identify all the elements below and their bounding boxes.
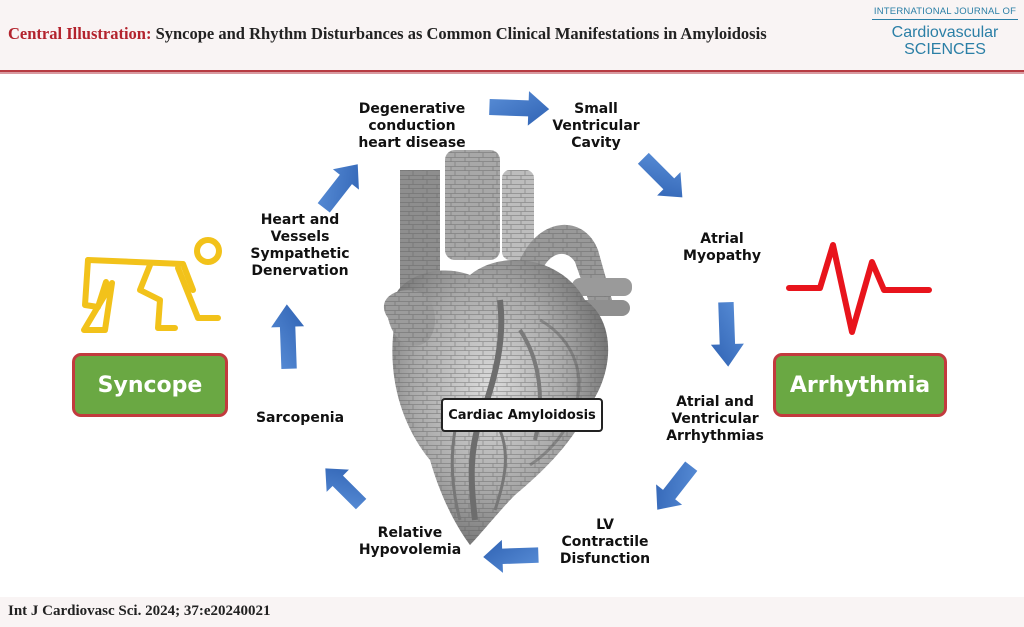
citation: Int J Cardiovasc Sci. 2024; 37:e20240021 xyxy=(8,603,271,619)
fainting-person-icon xyxy=(81,237,222,333)
header: Central Illustration: Syncope and Rhythm… xyxy=(0,0,1024,72)
label-sarcopenia: Sarcopenia xyxy=(255,410,345,426)
badge-syncope: Syncope xyxy=(72,353,228,417)
title-text: Syncope and Rhythm Disturbances as Commo… xyxy=(151,24,767,43)
journal-logo: INTERNATIONAL JOURNAL OF Cardiovascular … xyxy=(872,6,1018,58)
footer: Int J Cardiovasc Sci. 2024; 37:e20240021 xyxy=(0,597,1024,627)
journal-logo-line1: Cardiovascular xyxy=(891,24,999,41)
journal-logo-line2: SCIENCES xyxy=(904,41,986,58)
badge-arrhythmia: Arrhythmia xyxy=(773,353,947,417)
label-relative-hypovolemia: Relative Hypovolemia xyxy=(358,525,462,558)
arrow-to-atrial-myopathy xyxy=(631,146,695,210)
journal-logo-top: INTERNATIONAL JOURNAL OF xyxy=(872,6,1018,20)
label-small-ventricular-cavity: Small Ventricular Cavity xyxy=(552,101,640,151)
arrow-to-sarcopenia xyxy=(314,457,373,516)
arrow-to-hypovolemia xyxy=(482,538,539,574)
heartbeat-pulse-icon xyxy=(786,242,932,335)
label-atrial-ventricular-arrhythmias: Atrial and Ventricular Arrhythmias xyxy=(666,394,764,444)
label-sympathetic-denervation: Heart and Vessels Sympathetic Denervatio… xyxy=(250,212,350,279)
arrow-to-denervation xyxy=(270,303,306,370)
page-title: Central Illustration: Syncope and Rhythm… xyxy=(8,24,767,44)
label-degenerative-conduction: Degenerative conduction heart disease xyxy=(358,101,466,151)
label-atrial-myopathy: Atrial Myopathy xyxy=(683,231,761,264)
center-label-cardiac-amyloidosis: Cardiac Amyloidosis xyxy=(441,398,603,432)
title-lead: Central Illustration: xyxy=(8,24,152,43)
heart-illustration xyxy=(383,150,632,545)
arrow-to-degenerative xyxy=(310,154,371,218)
arrow-to-arrhythmias xyxy=(709,301,745,368)
arrow-to-lv xyxy=(644,456,705,520)
arrow-top-right xyxy=(488,89,550,127)
label-lv-contractile-disfunction: LV Contractile Disfunction xyxy=(559,517,651,567)
